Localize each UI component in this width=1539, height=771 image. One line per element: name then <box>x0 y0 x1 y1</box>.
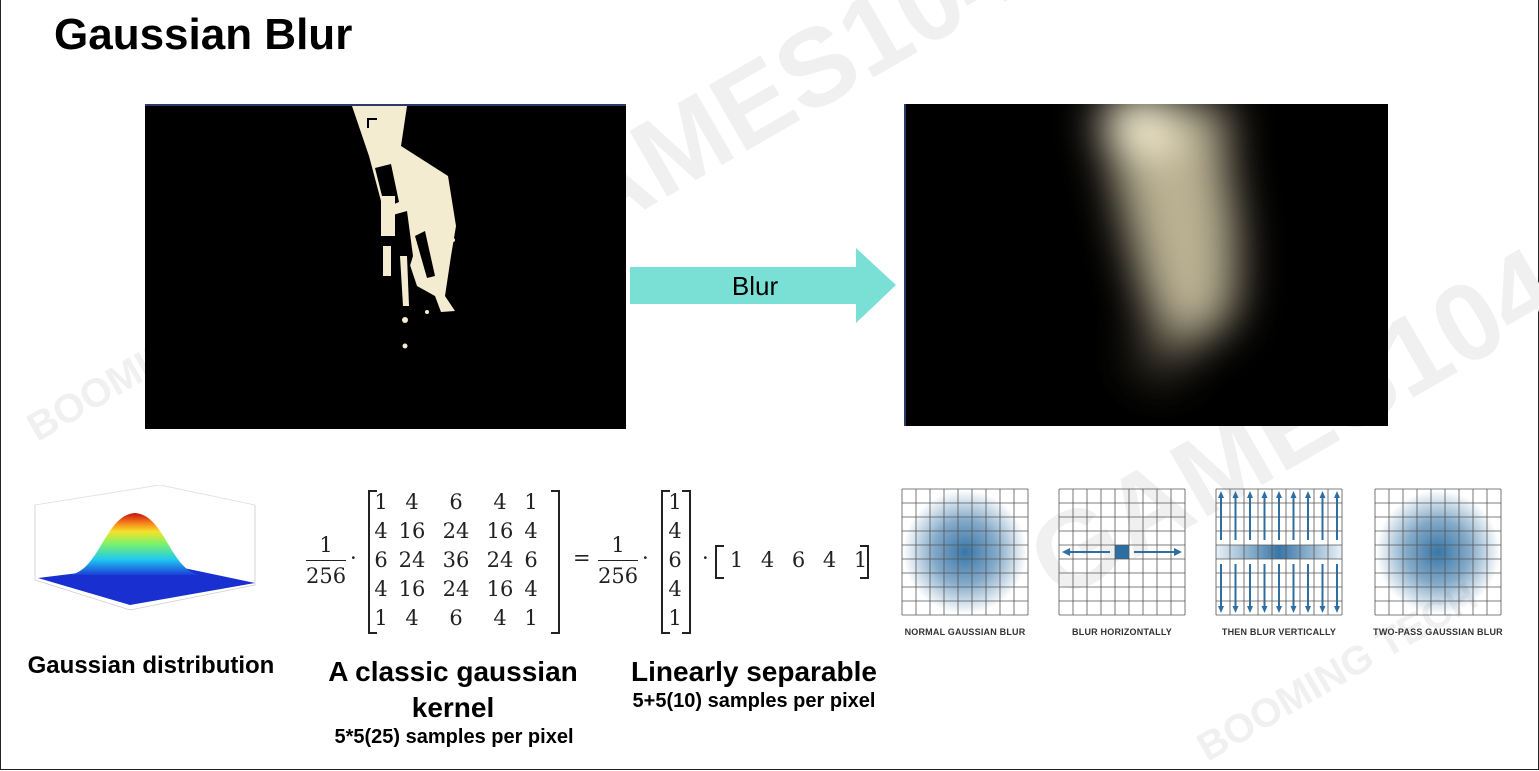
row-vector-cell: 4 <box>822 548 837 572</box>
row-vector-cell: 1 <box>729 548 744 572</box>
kernel-cell: 4 <box>524 576 538 601</box>
kernel-cell: 24 <box>442 576 470 601</box>
blur-step-diagram <box>1374 488 1502 616</box>
kernel-cell: 4 <box>405 605 419 630</box>
row-vector-cell: 4 <box>760 548 775 572</box>
row-bracket-right <box>860 545 869 579</box>
caption-separable-samples: 5+5(10) samples per pixel <box>632 690 876 712</box>
kernel-cell: 16 <box>486 576 514 601</box>
row-vector-cell: 1 <box>853 548 868 572</box>
kernel-cell: 24 <box>442 519 470 544</box>
kernel-cell: 1 <box>524 490 538 515</box>
kernel-cell: 16 <box>398 576 426 601</box>
kernel-cell: 4 <box>493 490 507 515</box>
kernel-cell: 4 <box>493 605 507 630</box>
equals-sign: = <box>573 546 591 570</box>
kernel-cell: 16 <box>398 519 426 544</box>
blur-arrow <box>630 248 896 323</box>
kernel-cell: 4 <box>374 519 388 544</box>
kernel-cell: 4 <box>374 576 388 601</box>
column-bracket-left <box>661 490 670 634</box>
column-vector-cell: 1 <box>668 490 682 515</box>
kernel-cell: 1 <box>374 605 388 630</box>
row-vector-cell: 6 <box>791 548 806 572</box>
kernel-cell: 6 <box>449 605 463 630</box>
caption-kernel-samples: 5*5(25) samples per pixel <box>334 726 574 748</box>
blur-step-diagram <box>901 488 1029 616</box>
kernel-cell: 4 <box>405 490 419 515</box>
kernel-cell: 16 <box>486 519 514 544</box>
fraction-right: 1 256 <box>598 533 639 588</box>
source-image <box>145 104 626 429</box>
blur-step-caption: TWO-PASS GAUSSIAN BLUR <box>1373 627 1503 637</box>
kernel-cell: 6 <box>374 547 388 572</box>
matrix-bracket-right <box>551 490 560 634</box>
kernel-cell: 36 <box>442 547 470 572</box>
matrix-bracket-left <box>368 490 377 634</box>
dot-middle: · <box>642 546 649 570</box>
caption-separable-title: Linearly separable <box>631 656 877 687</box>
kernel-cell: 24 <box>486 547 514 572</box>
caption-distribution: Gaussian distribution <box>27 652 275 679</box>
blur-step-caption: NORMAL GAUSSIAN BLUR <box>904 627 1026 637</box>
row-bracket-left <box>715 545 724 579</box>
blurred-image <box>904 104 1388 426</box>
slide-title: Gaussian Blur <box>54 10 353 59</box>
column-vector-cell: 4 <box>668 519 682 544</box>
column-vector-cell: 4 <box>668 576 682 601</box>
kernel-cell: 4 <box>524 519 538 544</box>
dot-right: · <box>702 546 709 570</box>
column-bracket-right <box>682 490 691 634</box>
kernel-cell: 1 <box>374 490 388 515</box>
arrow-label: Blur <box>731 271 779 301</box>
blur-step-caption: THEN BLUR VERTICALLY <box>1221 627 1337 637</box>
blur-step-caption: BLUR HORIZONTALLY <box>1072 627 1172 637</box>
kernel-cell: 6 <box>449 490 463 515</box>
kernel-cell: 1 <box>524 605 538 630</box>
caption-kernel-title: A classic gaussian kernel <box>328 656 578 723</box>
dot-left: · <box>350 546 357 570</box>
column-vector: 1 4 6 4 1 <box>667 488 683 632</box>
fraction-left: 1 256 <box>306 533 347 588</box>
kernel-cell: 6 <box>524 547 538 572</box>
gaussian-3d-plot <box>30 484 260 615</box>
blur-step-diagram <box>1058 488 1186 616</box>
column-vector-cell: 6 <box>668 547 682 572</box>
kernel-cell: 24 <box>398 547 426 572</box>
column-vector-cell: 1 <box>668 605 682 630</box>
blur-step-diagram <box>1215 488 1343 616</box>
